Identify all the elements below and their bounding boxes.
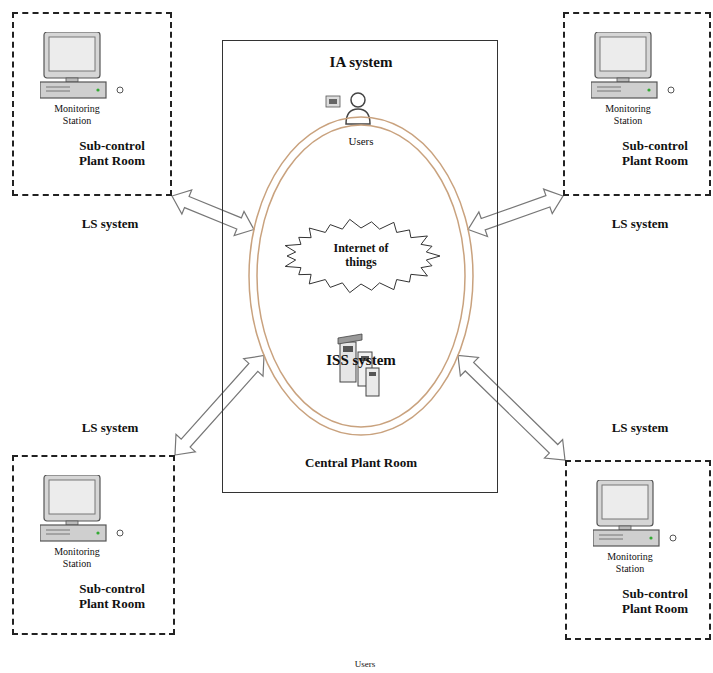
node-title: Sub-control Plant Room bbox=[613, 587, 697, 617]
link-label: LS system bbox=[80, 420, 141, 436]
node-title: Sub-control Plant Room bbox=[70, 582, 154, 612]
node-title: IA system bbox=[330, 54, 393, 71]
sub-control-room: Monitoring StationSub-control Plant Room bbox=[12, 455, 175, 635]
station-label: Monitoring Station bbox=[48, 546, 106, 569]
station-label: Monitoring Station bbox=[48, 103, 106, 126]
node-title: Sub-control Plant Room bbox=[70, 139, 154, 169]
stray-label: Users bbox=[355, 659, 376, 669]
computer-icon bbox=[40, 475, 123, 541]
station-label: Monitoring Station bbox=[599, 103, 657, 126]
iot-cloud: Internet of things bbox=[281, 218, 441, 294]
computer-icon bbox=[593, 480, 676, 546]
node-title: ISS system bbox=[326, 352, 396, 369]
node-title: Sub-control Plant Room bbox=[613, 139, 697, 169]
central-box: Internet of things UsersISS system IA syst… bbox=[222, 40, 498, 493]
double-arrow bbox=[175, 356, 264, 456]
double-arrow bbox=[172, 190, 254, 235]
sub-control-room: Monitoring StationSub-control Plant Room bbox=[563, 12, 711, 196]
inner-ring bbox=[257, 125, 465, 427]
station-label: Monitoring Station bbox=[601, 551, 659, 574]
node-title: Internet of things bbox=[324, 242, 398, 270]
system-ring: Internet of things UsersISS system bbox=[248, 116, 474, 436]
link-label: LS system bbox=[80, 216, 141, 232]
node-title: Users bbox=[348, 135, 373, 148]
double-arrow bbox=[458, 356, 565, 461]
double-arrow bbox=[468, 189, 563, 236]
node-title: Central Plant Room bbox=[305, 456, 417, 471]
sub-control-room: Monitoring StationSub-control Plant Room bbox=[12, 12, 172, 196]
link-label: LS system bbox=[610, 420, 671, 436]
link-label: LS system bbox=[610, 216, 671, 232]
user-icon bbox=[326, 93, 370, 124]
sub-control-room: Monitoring StationSub-control Plant Room bbox=[565, 460, 711, 640]
computer-icon bbox=[591, 32, 674, 98]
starburst bbox=[285, 219, 440, 292]
outer-ring bbox=[249, 117, 473, 435]
computer-icon bbox=[40, 32, 123, 98]
